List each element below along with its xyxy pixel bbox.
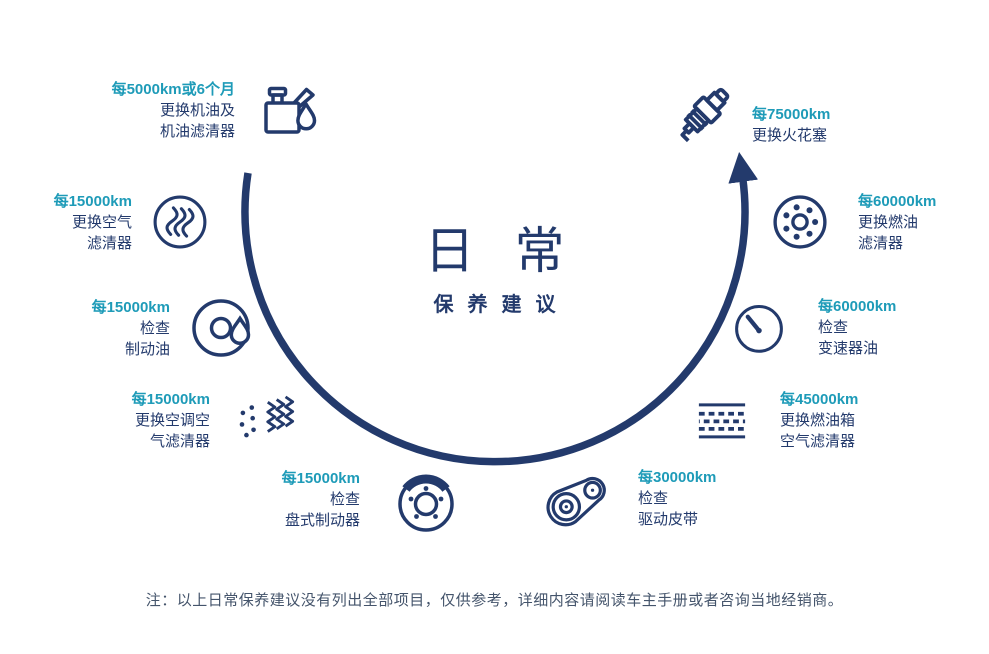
interval-label: 每15000km [281, 469, 360, 487]
drive-belt-icon [542, 463, 612, 533]
item-text: 每15000km 更换空调空 气滤清器 [110, 389, 210, 452]
item-line: 检查 [139, 319, 170, 337]
item-line: 更换机油及 [159, 101, 235, 119]
item-line: 更换火花塞 [752, 127, 828, 144]
item-line: 更换空调空 [134, 411, 210, 429]
item-line: 滤清器 [858, 234, 904, 252]
fuel-filter-icon [768, 190, 832, 254]
disc-brake-icon [390, 463, 462, 535]
item-line: 变速器油 [818, 340, 879, 357]
item-line: 更换燃油 [858, 213, 919, 231]
item-text: 每30000km 检查 驱动皮带 [638, 467, 716, 530]
item-text: 每45000km 更换燃油箱 空气滤清器 [780, 389, 858, 452]
maintenance-item-oil-change: 每5000km或6个月 更换机油及 机油滤清器 [70, 74, 325, 146]
maintenance-item-transmission-oil: 每60000km 检查 变速器油 [728, 296, 896, 359]
maintenance-item-drive-belt: 每30000km 检查 驱动皮带 [542, 463, 716, 533]
spark-plug-icon [654, 82, 740, 168]
item-text: 每15000km 更换空气 滤清器 [32, 191, 132, 254]
item-line: 盘式制动器 [284, 511, 360, 529]
diagram-subtitle: 保养建议 [433, 294, 570, 316]
interval-label: 每60000km [858, 192, 937, 210]
item-line: 检查 [818, 319, 849, 336]
cabin-air-filter-icon [234, 388, 298, 452]
interval-label: 每15000km [91, 298, 170, 316]
fuel-tank-air-filter-icon [690, 388, 754, 452]
maintenance-item-disc-brake: 每15000km 检查 盘式制动器 [260, 463, 462, 535]
interval-label: 每45000km [780, 390, 859, 408]
item-line: 空气滤清器 [780, 432, 856, 450]
item-text: 每15000km 检查 制动油 [70, 297, 170, 360]
item-line: 更换燃油箱 [780, 411, 856, 429]
item-line: 检查 [638, 489, 669, 507]
item-text: 每5000km或6个月 更换机油及 机油滤清器 [70, 79, 235, 142]
air-filter-icon [148, 190, 212, 254]
interval-label: 每30000km [638, 468, 717, 486]
interval-label: 每15000km [131, 390, 210, 408]
maintenance-item-air-filter: 每15000km 更换空气 滤清器 [32, 190, 212, 254]
oil-can-icon [253, 74, 325, 146]
item-line: 检查 [329, 490, 360, 508]
footnote: 注：以上日常保养建议没有列出全部项目，仅供参考，详细内容请阅读车主手册或者咨询当… [145, 592, 844, 609]
interval-label: 每15000km [53, 192, 132, 210]
item-line: 制动油 [124, 340, 170, 358]
item-line: 驱动皮带 [638, 510, 699, 528]
diagram-title: 日常 [424, 223, 605, 279]
interval-label: 每5000km或6个月 [111, 80, 235, 98]
maintenance-item-cabin-air-filter: 每15000km 更换空调空 气滤清器 [110, 388, 298, 452]
maintenance-item-spark-plug: 每75000km 更换火花塞 [654, 82, 830, 168]
item-line: 机油滤清器 [159, 122, 235, 140]
interval-label: 每75000km [752, 106, 831, 123]
maintenance-item-fuel-tank-air-filter: 每45000km 更换燃油箱 空气滤清器 [690, 388, 858, 452]
item-text: 每75000km 更换火花塞 [752, 104, 830, 146]
maintenance-item-brake-fluid: 每15000km 检查 制动油 [70, 292, 260, 364]
maintenance-item-fuel-filter: 每60000km 更换燃油 滤清器 [768, 190, 936, 254]
item-text: 每15000km 检查 盘式制动器 [260, 468, 360, 531]
transmission-oil-icon [728, 297, 790, 359]
item-line: 气滤清器 [149, 432, 210, 450]
item-line: 更换空气 [71, 213, 132, 231]
item-text: 每60000km 检查 变速器油 [818, 296, 896, 359]
item-text: 每60000km 更换燃油 滤清器 [858, 191, 936, 254]
brake-fluid-icon [188, 292, 260, 364]
item-line: 滤清器 [86, 234, 132, 252]
interval-label: 每60000km [818, 298, 897, 315]
